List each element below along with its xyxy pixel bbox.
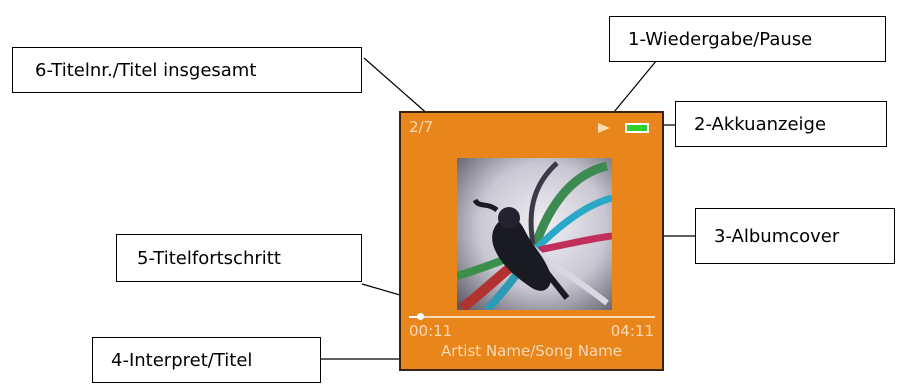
callout-album-cover: 3-Albumcover: [695, 208, 895, 264]
callout-track-progress: 5-Titelfortschritt: [116, 234, 362, 282]
album-cover-image: [457, 158, 612, 310]
total-time: 04:11: [610, 322, 654, 340]
callout-artist-title-label: 4-Interpret/Titel: [111, 349, 253, 371]
callout-battery: 2-Akkuanzeige: [675, 101, 887, 147]
callout-track-number-label: 6-Titelnr./Titel insgesamt: [35, 59, 257, 81]
progress-knob: [417, 313, 425, 320]
leader-line-track-number: [363, 57, 431, 117]
callout-album-cover-label: 3-Albumcover: [714, 225, 840, 247]
artist-song-name: Artist Name/Song Name: [441, 342, 622, 360]
player-screen: 2/7 00:11 04:11 Artist Name/S: [399, 111, 664, 371]
callout-track-number: 6-Titelnr./Titel insgesamt: [12, 47, 362, 93]
progress-bar-fill: [409, 316, 421, 318]
leader-line-play-pause: [613, 59, 658, 113]
track-counter: 2/7: [409, 118, 434, 136]
callout-battery-label: 2-Akkuanzeige: [694, 113, 827, 135]
callout-play-pause-label: 1-Wiedergabe/Pause: [628, 28, 813, 50]
callout-track-progress-label: 5-Titelfortschritt: [137, 247, 281, 269]
callout-artist-title: 4-Interpret/Titel: [92, 337, 321, 383]
callout-play-pause: 1-Wiedergabe/Pause: [609, 16, 886, 62]
battery-icon: [625, 123, 649, 133]
play-icon: [598, 123, 610, 133]
elapsed-time: 00:11: [409, 322, 453, 340]
progress-bar: [409, 313, 655, 320]
